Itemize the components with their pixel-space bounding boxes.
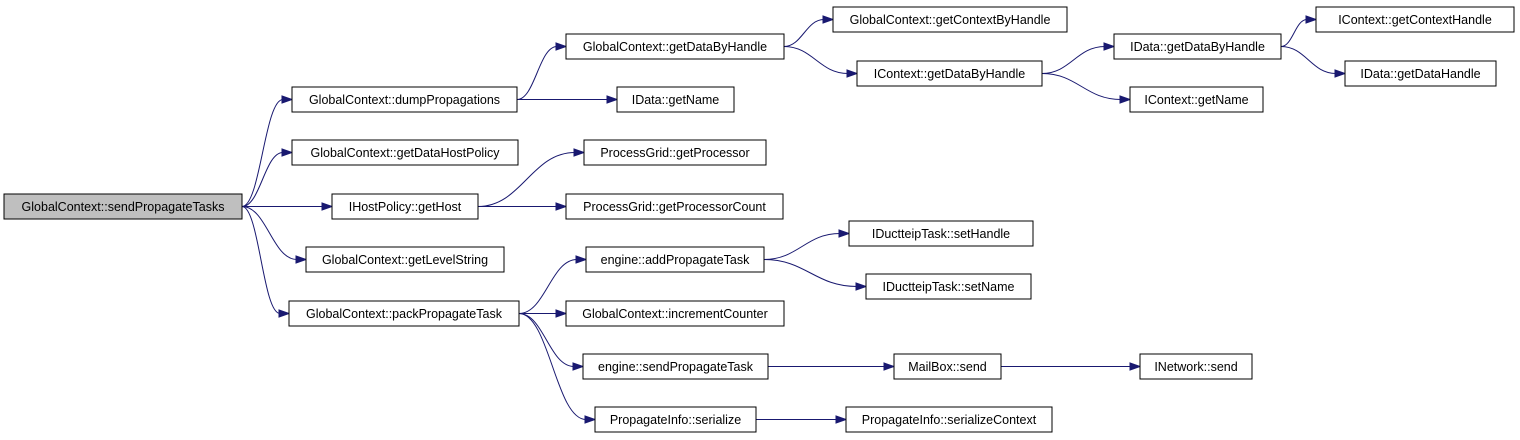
arrowhead-n0-n4 (295, 255, 308, 264)
node-globalcontext-incrementcounter[interactable]: GlobalContext::incrementCounter (565, 300, 785, 327)
arrowhead-n1-n6 (555, 42, 568, 51)
edge-n9-n10 (1041, 46, 1106, 74)
node-icontext-getdatabyhandle[interactable]: IContext::getDataByHandle (856, 60, 1043, 87)
edge-n10-n13 (1280, 46, 1337, 74)
svg-text:GlobalContext::incrementCounte: GlobalContext::incrementCounter (582, 307, 768, 321)
arrowhead-n10-n12 (1305, 15, 1318, 24)
svg-text:GlobalContext::dumpPropagation: GlobalContext::dumpPropagations (309, 93, 500, 107)
arrowhead-n6-n9 (846, 69, 859, 78)
svg-text:ProcessGrid::getProcessor: ProcessGrid::getProcessor (600, 146, 749, 160)
edge-n0-n1 (241, 99, 284, 207)
arrowhead-n3-n14 (573, 148, 586, 157)
arrowhead-n9-n11 (1119, 95, 1132, 104)
node-processgrid-getprocessor[interactable]: ProcessGrid::getProcessor (583, 139, 767, 166)
arrowhead-n5-n16 (575, 255, 588, 264)
arrowhead-n0-n5 (278, 309, 291, 318)
node-ihostpolicy-gethost[interactable]: IHostPolicy::getHost (331, 193, 479, 220)
node-engine-addpropagatetask[interactable]: engine::addPropagateTask (585, 246, 765, 273)
arrowhead-n22-n23 (1129, 362, 1142, 371)
arrowhead-n5-n17 (555, 309, 568, 318)
svg-text:MailBox::send: MailBox::send (908, 360, 987, 374)
arrowhead-n9-n10 (1103, 42, 1116, 51)
edge-n0-n4 (241, 206, 298, 260)
svg-text:IContext::getDataByHandle: IContext::getDataByHandle (874, 67, 1026, 81)
node-mailbox-send[interactable]: MailBox::send (893, 353, 1002, 380)
svg-text:GlobalContext::packPropagateTa: GlobalContext::packPropagateTask (306, 307, 503, 321)
node-globalcontext-packpropagatetask[interactable]: GlobalContext::packPropagateTask (288, 300, 520, 327)
edge-n0-n2 (241, 152, 284, 207)
svg-text:GlobalContext::getContextByHan: GlobalContext::getContextByHandle (850, 13, 1051, 27)
node-globalcontext-dumppropagations[interactable]: GlobalContext::dumpPropagations (291, 86, 518, 113)
arrowhead-n10-n13 (1334, 69, 1347, 78)
arrowhead-n16-n21 (855, 282, 868, 291)
node-engine-sendpropagatetask[interactable]: engine::sendPropagateTask (582, 353, 769, 380)
node-inetwork-send[interactable]: INetwork::send (1139, 353, 1253, 380)
arrowhead-n16-n20 (838, 229, 851, 238)
svg-text:PropagateInfo::serialize: PropagateInfo::serialize (610, 413, 741, 427)
svg-text:IContext::getContextHandle: IContext::getContextHandle (1338, 13, 1492, 27)
svg-text:GlobalContext::getDataByHandle: GlobalContext::getDataByHandle (583, 40, 767, 54)
arrowhead-n6-n8 (822, 15, 835, 24)
node-icontext-getcontexthandle[interactable]: IContext::getContextHandle (1315, 6, 1515, 33)
node-icontext-getname[interactable]: IContext::getName (1129, 86, 1264, 113)
edge-n5-n19 (518, 313, 587, 420)
svg-text:engine::sendPropagateTask: engine::sendPropagateTask (598, 360, 754, 374)
edge-n0-n5 (241, 206, 281, 314)
node-iductteiptask-sethandle[interactable]: IDuctteipTask::setHandle (848, 220, 1034, 247)
svg-text:PropagateInfo::serializeContex: PropagateInfo::serializeContext (862, 413, 1037, 427)
edge-n10-n12 (1280, 19, 1308, 47)
svg-text:IData::getName: IData::getName (632, 93, 720, 107)
edge-n16-n21 (763, 259, 858, 287)
arrowhead-n5-n19 (584, 415, 597, 424)
svg-text:INetwork::send: INetwork::send (1154, 360, 1237, 374)
svg-text:IData::getDataHandle: IData::getDataHandle (1360, 67, 1480, 81)
svg-text:GlobalContext::getLevelString: GlobalContext::getLevelString (322, 253, 488, 267)
svg-text:IHostPolicy::getHost: IHostPolicy::getHost (349, 200, 462, 214)
node-processgrid-getprocessorcount[interactable]: ProcessGrid::getProcessorCount (565, 193, 784, 220)
node-globalcontext-sendpropagatetasks[interactable]: GlobalContext::sendPropagateTasks (3, 193, 243, 220)
node-globalcontext-getdatabyhandle[interactable]: GlobalContext::getDataByHandle (565, 33, 785, 60)
arrowhead-n0-n2 (281, 148, 294, 157)
arrowhead-n1-n7 (606, 95, 619, 104)
edge-n16-n20 (763, 233, 841, 260)
svg-text:IContext::getName: IContext::getName (1144, 93, 1248, 107)
arrowhead-n19-n24 (835, 415, 848, 424)
edge-n9-n11 (1041, 73, 1122, 100)
svg-text:GlobalContext::sendPropagateTa: GlobalContext::sendPropagateTasks (22, 200, 225, 214)
edge-n1-n6 (516, 46, 558, 100)
svg-text:engine::addPropagateTask: engine::addPropagateTask (601, 253, 750, 267)
arrowhead-n0-n1 (281, 95, 294, 104)
svg-text:IData::getDataByHandle: IData::getDataByHandle (1130, 40, 1265, 54)
edges-layer (241, 15, 1347, 424)
edge-n5-n16 (518, 259, 578, 314)
node-idata-getname[interactable]: IData::getName (616, 86, 735, 113)
node-globalcontext-getdatahostpolicy[interactable]: GlobalContext::getDataHostPolicy (291, 139, 519, 166)
node-idata-getdatahandle[interactable]: IData::getDataHandle (1344, 60, 1497, 87)
arrowhead-n18-n22 (883, 362, 896, 371)
svg-text:GlobalContext::getDataHostPoli: GlobalContext::getDataHostPolicy (311, 146, 501, 160)
arrowhead-n3-n15 (555, 202, 568, 211)
svg-text:ProcessGrid::getProcessorCount: ProcessGrid::getProcessorCount (583, 200, 766, 214)
edge-n6-n9 (783, 46, 849, 74)
edge-n3-n14 (477, 152, 576, 207)
edge-n6-n8 (783, 19, 825, 47)
node-iductteiptask-setname[interactable]: IDuctteipTask::setName (865, 273, 1032, 300)
svg-text:IDuctteipTask::setHandle: IDuctteipTask::setHandle (872, 227, 1010, 241)
node-globalcontext-getcontextbyhandle[interactable]: GlobalContext::getContextByHandle (832, 6, 1068, 33)
node-propagateinfo-serializecontext[interactable]: PropagateInfo::serializeContext (845, 406, 1053, 433)
nodes-layer: GlobalContext::sendPropagateTasks Global… (3, 6, 1515, 433)
node-globalcontext-getlevelstring[interactable]: GlobalContext::getLevelString (305, 246, 505, 273)
svg-text:IDuctteipTask::setName: IDuctteipTask::setName (883, 280, 1015, 294)
arrowhead-n5-n18 (572, 362, 585, 371)
node-propagateinfo-serialize[interactable]: PropagateInfo::serialize (594, 406, 757, 433)
node-idata-getdatabyhandle[interactable]: IData::getDataByHandle (1113, 33, 1282, 60)
arrowhead-n0-n3 (321, 202, 334, 211)
